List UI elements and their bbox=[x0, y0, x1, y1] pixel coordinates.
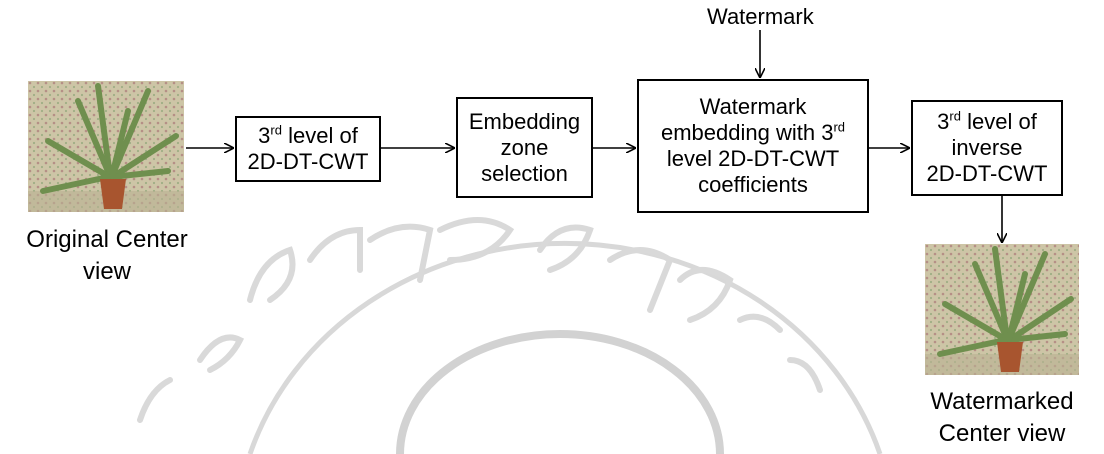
box-line: 2D-DT-CWT bbox=[247, 149, 369, 174]
box-line: 3rd level of bbox=[937, 108, 1037, 134]
box-line: coefficients bbox=[698, 172, 808, 197]
caption-line: view bbox=[82, 258, 131, 285]
aloe-plant-photo bbox=[28, 81, 184, 212]
box-line: Watermark bbox=[699, 94, 807, 119]
aloe-plant-photo-watermarked bbox=[925, 244, 1079, 375]
caption-line: Watermarked bbox=[930, 388, 1074, 415]
dtcwt-forward-box: 3rd level of 2D-DT-CWT bbox=[235, 116, 381, 182]
original-center-view-image bbox=[28, 81, 184, 212]
watermark-input-label: Watermark bbox=[707, 4, 814, 29]
box-line: 3rd level of bbox=[258, 122, 358, 148]
box-line: inverse bbox=[951, 135, 1023, 160]
watermarked-center-view-image bbox=[925, 244, 1079, 375]
box-line: level 2D-DT-CWT bbox=[666, 146, 840, 171]
box-line: embedding with 3rd bbox=[660, 119, 845, 145]
box-line: selection bbox=[481, 160, 568, 186]
zone-selection-box: Embedding zone selection bbox=[456, 97, 593, 198]
watermarked-caption: Watermarked Center view bbox=[900, 386, 1104, 450]
original-caption: Original Center view bbox=[0, 224, 214, 288]
caption-line: Center view bbox=[938, 420, 1066, 447]
box-line: 2D-DT-CWT bbox=[926, 161, 1048, 186]
watermark-embedding-box: Watermark embedding with 3rd level 2D-DT… bbox=[637, 79, 869, 213]
box-line: zone bbox=[500, 134, 549, 160]
box-line: Embedding bbox=[468, 108, 581, 134]
dtcwt-inverse-box: 3rd level of inverse 2D-DT-CWT bbox=[911, 100, 1063, 196]
caption-line: Original Center bbox=[26, 226, 188, 253]
